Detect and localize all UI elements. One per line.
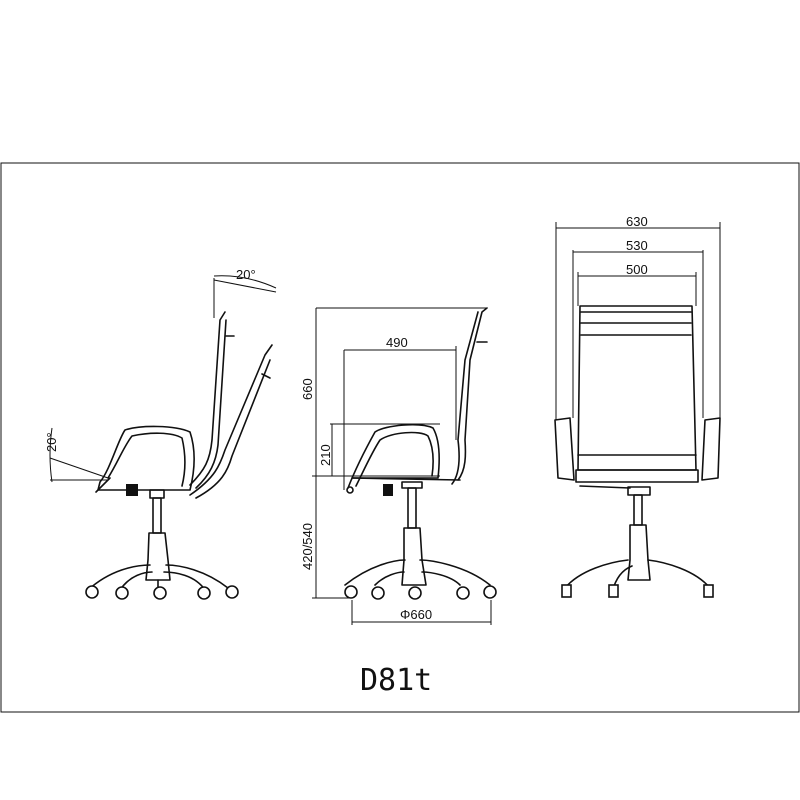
seat-width-label: 500: [626, 262, 648, 277]
base-diameter-label: Φ660: [400, 607, 432, 622]
back-recline-angle-label: 20°: [236, 267, 256, 282]
inner-width-label: 530: [626, 238, 648, 253]
side-dimension-view: 660 420/540 210 490 Φ660: [300, 307, 497, 625]
seat-recline-angle-label: 20°: [44, 432, 59, 452]
side-recline-view: 20° 20°: [44, 267, 277, 600]
armrest-height-label: 210: [318, 444, 333, 466]
model-title: D81t: [360, 663, 432, 698]
front-view: 630 530 500: [554, 214, 721, 598]
back-height-label: 660: [300, 378, 315, 400]
seat-height-label: 420/540: [300, 523, 315, 570]
seat-depth-label: 490: [386, 335, 408, 350]
overall-width-label: 630: [626, 214, 648, 229]
drawing-frame: [0, 162, 800, 713]
